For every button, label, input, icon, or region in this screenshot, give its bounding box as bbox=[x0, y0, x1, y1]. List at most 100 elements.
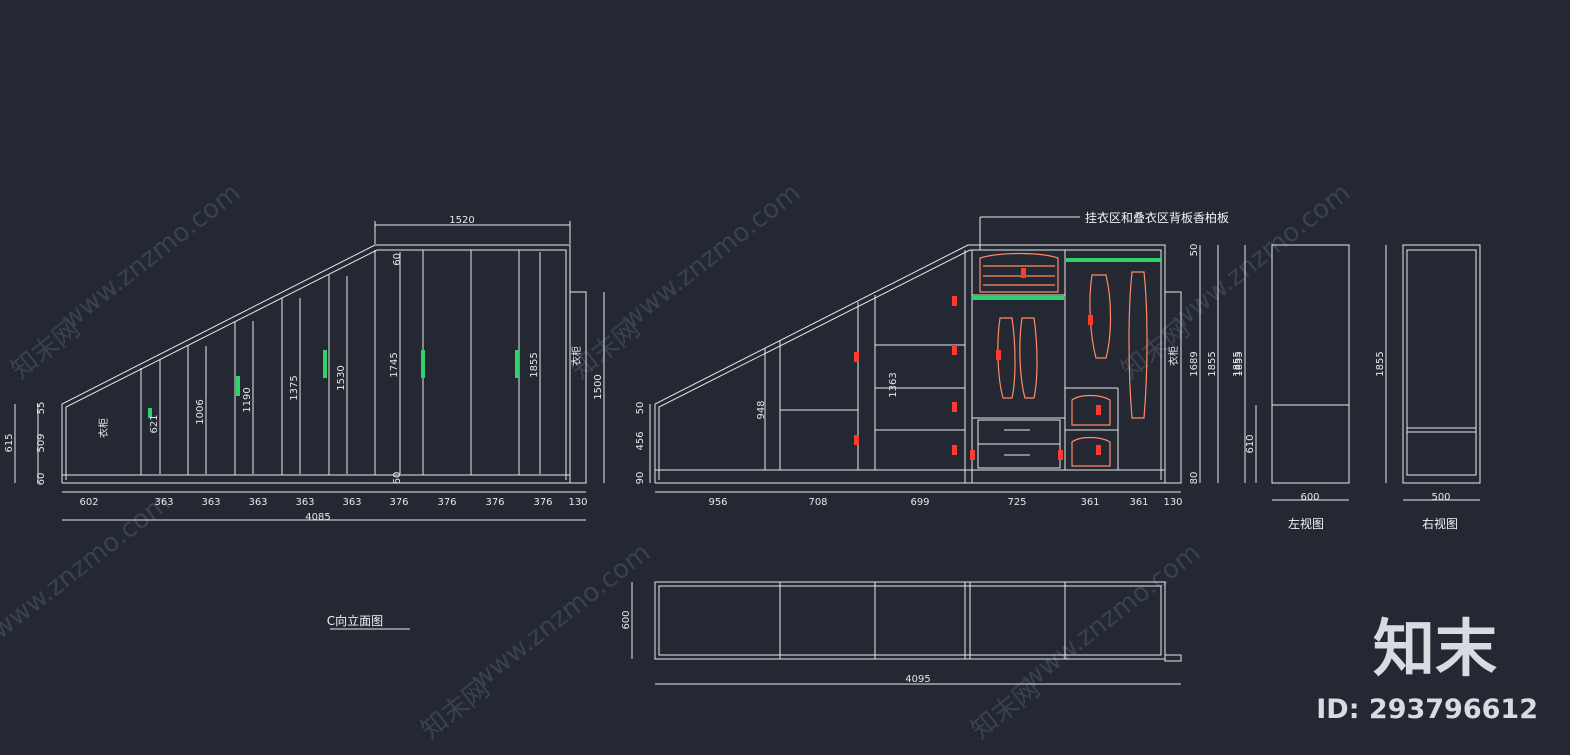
bottom-dim-label: 130 bbox=[568, 497, 587, 508]
right-side-view bbox=[1402, 244, 1481, 484]
total-width-label: 4085 bbox=[305, 512, 330, 523]
right-side-height-label: 1855 bbox=[1375, 351, 1386, 376]
bottom-dim-label: 361 bbox=[1129, 497, 1148, 508]
bottom-dim-label: 363 bbox=[154, 497, 173, 508]
left-height-label: 90 bbox=[635, 472, 646, 485]
bottom-dim-label: 699 bbox=[910, 497, 929, 508]
slot-height-label: 1745 bbox=[389, 352, 400, 377]
hanging-garment-icon bbox=[1128, 271, 1148, 419]
watermark-site: www.znzmo.com bbox=[0, 488, 176, 646]
folded-shirt-icon bbox=[1071, 394, 1111, 426]
left-side-lower-label: 610 bbox=[1245, 434, 1256, 453]
plan-view bbox=[631, 581, 1182, 685]
handle-marker bbox=[323, 350, 327, 378]
wardrobe-note: 衣柜 bbox=[1167, 346, 1180, 366]
red-marker bbox=[1096, 445, 1101, 455]
brand-logo: 知末 bbox=[1373, 612, 1497, 685]
plan-labels: 600 4095 bbox=[621, 610, 931, 685]
red-marker bbox=[952, 402, 957, 412]
red-marker bbox=[1058, 450, 1063, 460]
slot-height-label: 1006 bbox=[195, 399, 206, 424]
inner-height-label: 1363 bbox=[888, 372, 899, 397]
left-side-view bbox=[1271, 244, 1350, 484]
drawer bbox=[977, 419, 1061, 445]
bottom-dim-label: 130 bbox=[1163, 497, 1182, 508]
left-elevation-inner-outline bbox=[65, 249, 567, 480]
left-height-label: 456 bbox=[635, 431, 646, 450]
hanging-rail bbox=[972, 296, 1064, 300]
plan-inner-outline bbox=[658, 585, 1162, 656]
bottom-gap-label: 60 bbox=[392, 472, 403, 485]
bottom-dim-label: 376 bbox=[437, 497, 456, 508]
watermark-site: www.znzmo.com bbox=[616, 178, 806, 336]
right-height-label: 1855 bbox=[1234, 351, 1245, 376]
center-side-panel bbox=[1164, 291, 1182, 484]
left-side-width-label: 600 bbox=[1300, 492, 1319, 503]
handle-marker bbox=[236, 376, 240, 396]
plan-side-panel bbox=[1164, 654, 1182, 662]
left-side-height-label: 1855 bbox=[1232, 351, 1243, 376]
left-height-label: 509 bbox=[36, 433, 47, 452]
left-elevation-outline bbox=[61, 244, 571, 484]
red-marker bbox=[952, 296, 957, 306]
wardrobe-note: 衣柜 bbox=[570, 346, 583, 366]
bottom-dim-label: 376 bbox=[485, 497, 504, 508]
top-dim-label: 1520 bbox=[449, 215, 474, 226]
left-height-label: 60 bbox=[36, 473, 47, 486]
center-elevation-outline bbox=[654, 244, 1166, 484]
folded-clothes-lines bbox=[983, 265, 1055, 286]
folded-shirt-icon bbox=[1071, 436, 1111, 467]
side-view-labels: 600 1855 610 左视图 500 1855 右视图 bbox=[1232, 351, 1458, 531]
callout-label: 挂衣区和叠衣区背板香柏板 bbox=[1085, 210, 1229, 225]
left-height-label: 615 bbox=[4, 433, 15, 452]
right-height-label: 50 bbox=[1189, 244, 1200, 257]
hanging-rail bbox=[1066, 258, 1162, 262]
right-height-label: 1689 bbox=[1189, 351, 1200, 376]
folded-clothes-icon bbox=[979, 252, 1059, 293]
left-view-title: 左视图 bbox=[1288, 516, 1324, 531]
right-side-width-label: 500 bbox=[1431, 492, 1450, 503]
bottom-dim-label: 376 bbox=[389, 497, 408, 508]
red-marker bbox=[854, 352, 859, 362]
watermark-layer: 知末网 www.znzmo.com 知末网 www.znzmo.com 知末网 … bbox=[0, 178, 1356, 746]
right-view-title: 右视图 bbox=[1422, 516, 1458, 531]
hanging-garment-icon bbox=[1089, 274, 1112, 359]
rails bbox=[854, 258, 1162, 460]
watermark-site: www.znzmo.com bbox=[1016, 538, 1206, 696]
bottom-dim-label: 363 bbox=[295, 497, 314, 508]
left-height-label: 55 bbox=[36, 402, 47, 415]
plan-width-label: 4095 bbox=[905, 674, 930, 685]
bottom-dim-label: 725 bbox=[1007, 497, 1026, 508]
hanging-garment-icon bbox=[997, 317, 1016, 399]
image-id: ID: 293796612 bbox=[1316, 694, 1538, 725]
slot-height-label: 1855 bbox=[529, 352, 540, 377]
watermark-site: www.znzmo.com bbox=[56, 178, 246, 336]
red-marker bbox=[1021, 268, 1026, 278]
bottom-dim-label: 363 bbox=[342, 497, 361, 508]
left-elevation bbox=[14, 221, 605, 630]
bottom-dim-label: 376 bbox=[533, 497, 552, 508]
inner-height-label: 948 bbox=[756, 400, 767, 419]
handle-marker bbox=[515, 350, 519, 378]
red-marker bbox=[1088, 315, 1093, 325]
red-marker bbox=[952, 445, 957, 455]
bottom-dim-label: 708 bbox=[808, 497, 827, 508]
slot-height-label: 621 bbox=[149, 414, 160, 433]
right-side-view-inner bbox=[1406, 249, 1477, 476]
left-height-label: 50 bbox=[635, 402, 646, 415]
side-views bbox=[1255, 244, 1481, 501]
brand-watermark: 知末 ID: 293796612 bbox=[1316, 612, 1538, 725]
center-elevation-labels: 挂衣区和叠衣区背板香柏板 956 708 699 725 361 361 130… bbox=[635, 210, 1245, 508]
drawer bbox=[977, 443, 1061, 469]
plan-outline bbox=[654, 581, 1166, 660]
center-inner-outline bbox=[658, 249, 1162, 480]
right-height-label: 1855 bbox=[1207, 351, 1218, 376]
red-marker bbox=[952, 345, 957, 355]
left-elevation-labels: 1520 60 60 621 1006 1190 1375 1530 1745 … bbox=[4, 215, 604, 628]
wardrobe-note: 衣柜 bbox=[97, 418, 110, 438]
left-elevation-title: C向立面图 bbox=[327, 613, 383, 628]
red-marker bbox=[1096, 405, 1101, 415]
right-height-label: 80 bbox=[1189, 472, 1200, 485]
